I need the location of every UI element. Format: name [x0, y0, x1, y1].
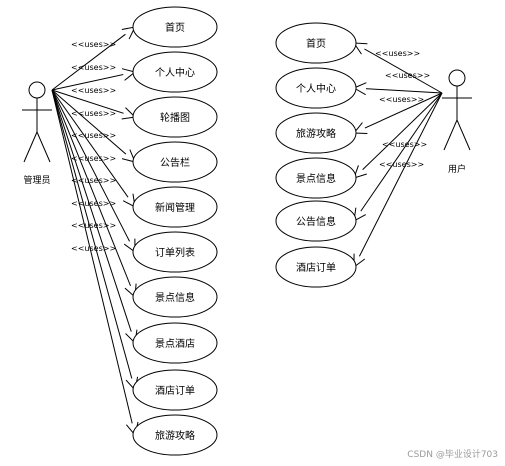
user-association-line	[353, 92, 443, 222]
admin-actor-leg-left	[23, 131, 38, 163]
admin-use-case-label: 旅游攻略	[155, 429, 195, 442]
admin-association-line	[51, 71, 136, 91]
user-uses-label: <<uses>>	[382, 140, 427, 149]
admin-association-line	[51, 89, 136, 298]
admin-use-case-4[interactable]	[132, 186, 218, 228]
admin-use-case-label: 新闻管理	[155, 201, 195, 214]
user-use-case-2[interactable]	[275, 112, 357, 154]
admin-association-line	[51, 89, 136, 118]
admin-actor-figure	[22, 81, 52, 163]
user-actor-head	[448, 69, 466, 87]
user-association-line	[353, 42, 443, 94]
admin-uses-label: <<uses>>	[71, 176, 116, 185]
user-association-line	[353, 92, 443, 268]
user-uses-label: <<uses>>	[385, 71, 430, 80]
user-actor-leg-right	[456, 119, 471, 151]
admin-uses-label: <<uses>>	[71, 199, 116, 208]
admin-uses-label: <<uses>>	[71, 63, 116, 72]
admin-use-case-9[interactable]	[132, 414, 218, 456]
admin-use-case-label: 景点酒店	[155, 337, 195, 350]
admin-association-line	[51, 89, 136, 253]
admin-association-line	[51, 89, 136, 163]
user-association-line	[353, 92, 443, 179]
admin-use-case-1[interactable]	[132, 51, 218, 93]
admin-use-case-label: 个人中心	[155, 66, 195, 79]
user-use-case-1[interactable]	[275, 67, 357, 109]
admin-use-case-7[interactable]	[132, 322, 218, 364]
user-use-case-0[interactable]	[275, 22, 357, 64]
user-uses-label: <<uses>>	[379, 95, 424, 104]
user-uses-label: <<uses>>	[375, 49, 420, 58]
user-use-case-label: 个人中心	[296, 82, 336, 95]
admin-actor-leg-right	[36, 131, 51, 163]
user-use-case-4[interactable]	[275, 200, 357, 242]
admin-use-case-3[interactable]	[132, 141, 218, 183]
admin-association-line	[51, 89, 136, 436]
admin-uses-label: <<uses>>	[71, 154, 116, 163]
user-actor-figure	[442, 69, 472, 151]
admin-use-case-0[interactable]	[132, 6, 218, 48]
admin-use-case-label: 轮播图	[160, 111, 190, 124]
admin-use-case-5[interactable]	[132, 231, 218, 273]
watermark: CSDN @毕业设计703	[407, 448, 498, 460]
admin-actor-head	[28, 81, 46, 99]
admin-use-case-label: 景点信息	[155, 291, 195, 304]
user-association-line	[353, 92, 443, 134]
admin-association-line	[51, 89, 136, 208]
user-uses-label: <<uses>>	[379, 160, 424, 169]
admin-uses-label: <<uses>>	[71, 86, 116, 95]
user-use-case-label: 酒店订单	[296, 261, 336, 274]
admin-use-case-label: 订单列表	[155, 246, 195, 259]
user-use-case-label: 景点信息	[296, 172, 336, 185]
user-use-case-label: 旅游攻略	[296, 127, 336, 140]
admin-use-case-8[interactable]	[132, 369, 218, 411]
user-actor-leg-left	[443, 119, 458, 151]
admin-actor-label: 管理员	[23, 174, 50, 186]
admin-use-case-6[interactable]	[132, 276, 218, 318]
admin-association-line	[51, 26, 136, 91]
user-use-case-5[interactable]	[275, 246, 357, 288]
admin-uses-label: <<uses>>	[71, 40, 116, 49]
admin-association-line	[51, 89, 136, 344]
admin-uses-label: <<uses>>	[71, 131, 116, 140]
user-use-case-label: 公告信息	[296, 215, 336, 228]
user-association-line	[353, 87, 443, 94]
user-actor-label: 用户	[448, 163, 466, 175]
admin-use-case-label: 首页	[165, 21, 185, 34]
admin-uses-label: <<uses>>	[71, 221, 116, 230]
user-use-case-3[interactable]	[275, 157, 357, 199]
admin-uses-label: <<uses>>	[71, 109, 116, 118]
admin-uses-label: <<uses>>	[71, 244, 116, 253]
admin-use-case-label: 酒店订单	[155, 384, 195, 397]
admin-association-line	[51, 89, 136, 391]
user-use-case-label: 首页	[306, 37, 326, 50]
admin-use-case-label: 公告栏	[160, 156, 190, 169]
admin-use-case-2[interactable]	[132, 96, 218, 138]
